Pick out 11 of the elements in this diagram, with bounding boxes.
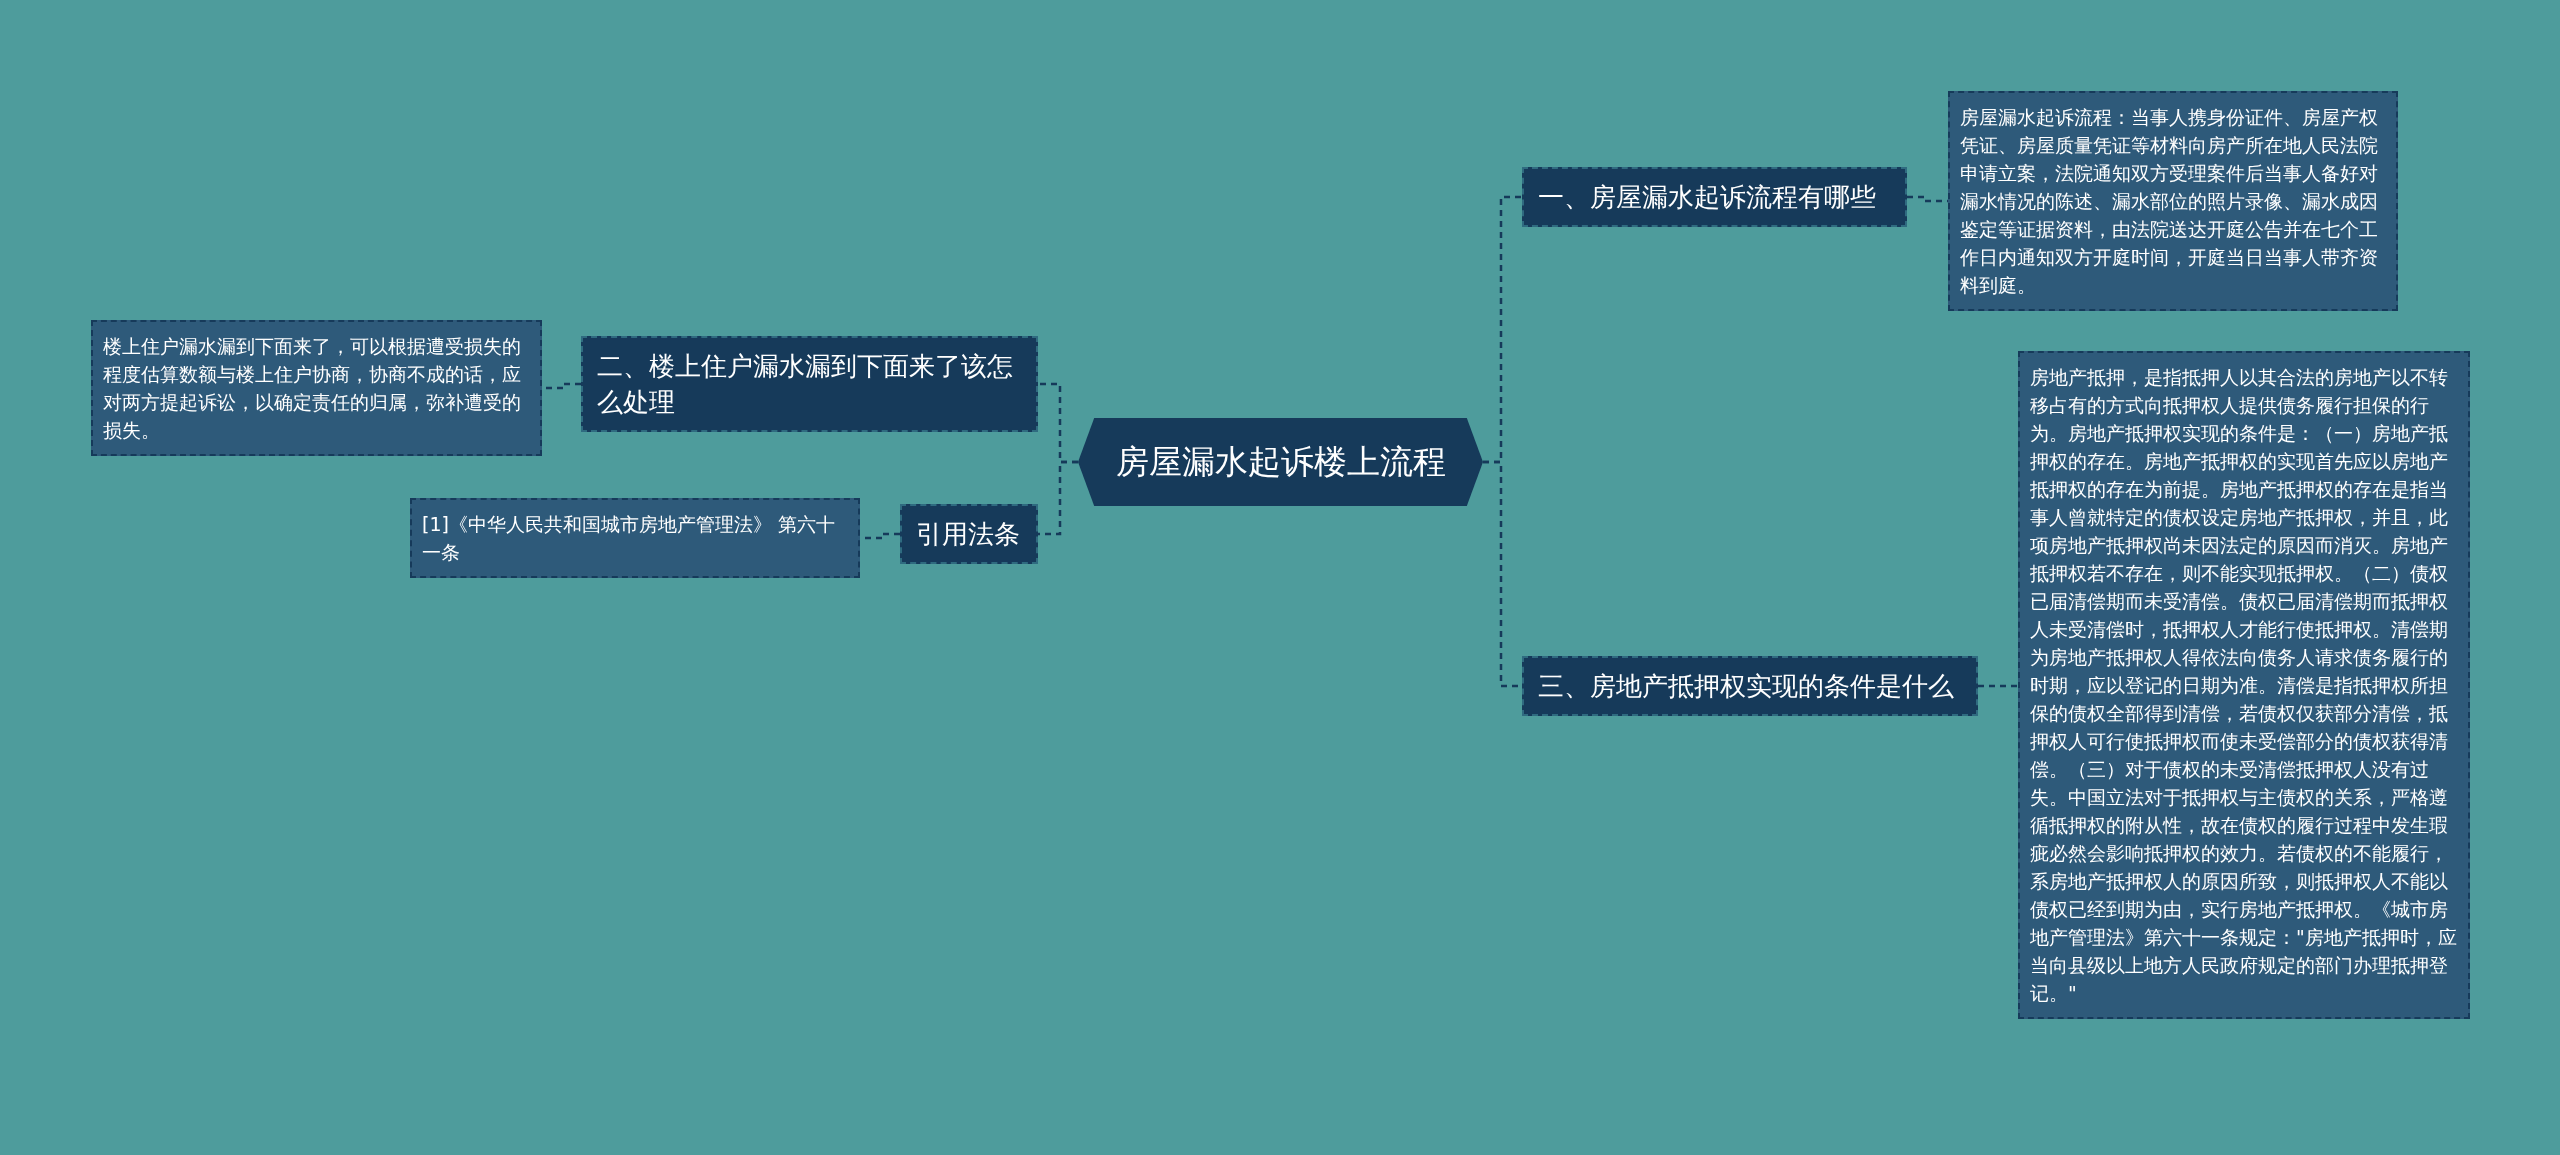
connector [1038, 460, 1078, 536]
connector [1978, 684, 2018, 688]
topic-box: 三、房地产抵押权实现的条件是什么 [1522, 656, 1978, 716]
central-topic: 房屋漏水起诉楼上流程 [1078, 418, 1483, 506]
topic-box: 一、房屋漏水起诉流程有哪些 [1522, 167, 1907, 227]
note-box: 房屋漏水起诉流程：当事人携身份证件、房屋产权凭证、房屋质量凭证等材料向房产所在地人民法院申请立案，法院通知双方受理案件后当事人备好对漏水情况的陈述、漏水部位的照片录像、漏水成因鉴定等证据资料，由法院送达开庭公告并在七个工作日内通知双方开庭时间，开庭当日当事人带齐资料到庭。 [1948, 91, 2398, 311]
note-box: 楼上住户漏水漏到下面来了，可以根据遭受损失的程度估算数额与楼上住户协商，协商不成的话，应对两方提起诉讼，以确定责任的归属，弥补遭受的损失。 [91, 320, 542, 456]
topic-box: 二、楼上住户漏水漏到下面来了该怎么处理 [581, 336, 1038, 432]
note-box: 房地产抵押，是指抵押人以其合法的房地产以不转移占有的方式向抵押权人提供债务履行担保的行为。房地产抵押权实现的条件是：（一）房地产抵押权的存在。房地产抵押权的实现首先应以房地产抵押权的存在为前提。房地产抵押权的存在是指当事人曾就特定的债权设定房地产抵押权，并且，此项房地产抵押权尚未因法定的原因而消灭。房地产抵押权若不存在，则不能实现抵押权。（二）债权已届清偿期而未受清偿。债权已届清偿期而抵押权人未受清偿时，抵押权人才能行使抵押权。清偿期为房地产抵押权人得依法向债务人请求债务履行的时期，应以登记的日期为准。清偿是指抵押权所担保的债权全部得到清偿，若债权仅获部分清偿，抵押权人可行使抵押权而使未受偿部分的债权获得清偿。（三）对于债权的未受清偿抵押权人没有过失。中国立法对于抵押权与主债权的关系，严格遵循抵押权的附从性，故在债权的履行过程中发生瑕疵必然会影响抵押权的效力。若债权的不能履行，系房地产抵押权人的原因所致，则抵押权人不能以债权已经到期为由，实行房地产抵押权。《城市房地产管理法》第六十一条规定："房地产抵押时，应当向县级以上地方人民政府规定的部门办理抵押登记。" [2018, 351, 2470, 1019]
note-box: [1]《中华人民共和国城市房地产管理法》 第六十一条 [410, 498, 860, 578]
topic-box: 引用法条 [900, 504, 1038, 564]
